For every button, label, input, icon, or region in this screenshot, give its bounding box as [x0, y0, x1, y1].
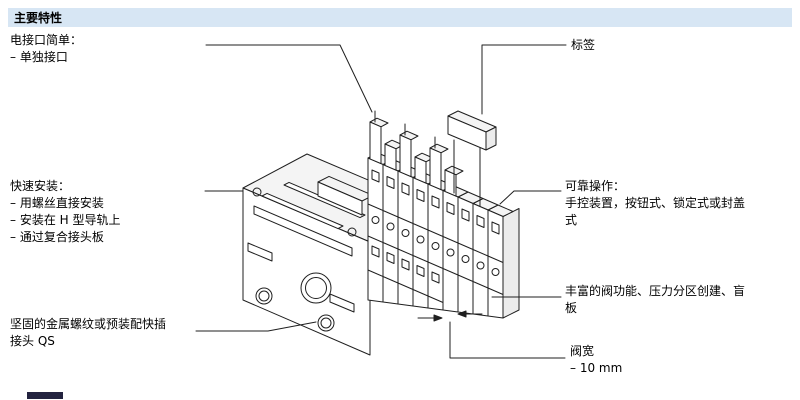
- callout-operation: 可靠操作： 手控装置，按钮式、锁定式或封盖式: [565, 178, 753, 229]
- leader-label: [481, 44, 567, 115]
- callout-mounting-item: – 通过复合接头板: [10, 230, 104, 244]
- leader-electrical: [205, 44, 373, 113]
- port: [255, 287, 273, 305]
- callout-valve-width-title: 阀宽: [570, 344, 595, 358]
- valve-slice: [457, 191, 484, 315]
- qs-port: [317, 314, 335, 332]
- callout-fittings-body: 坚固的金属螺纹或预装配快插接头 QS: [10, 317, 167, 348]
- callout-fittings: 坚固的金属螺纹或预装配快插接头 QS: [10, 316, 170, 350]
- callout-mounting-item: – 用螺丝直接安装: [10, 196, 104, 210]
- supply-step-front: [317, 181, 363, 216]
- mounting-hole: [347, 227, 357, 237]
- callout-electrical: 电接口简单： – 单独接口: [10, 32, 210, 66]
- section-header: 主要特性: [8, 8, 792, 27]
- leader-operation: [499, 190, 562, 205]
- supply-port-thread: [305, 277, 327, 299]
- callout-functions: 丰富的阀功能、压力分区创建、盲板: [565, 283, 753, 317]
- leader-lines: [195, 44, 567, 359]
- cropped-footer-fragment: [27, 392, 63, 399]
- end-plate-right-face: [502, 208, 520, 319]
- valve-slices: [367, 152, 514, 319]
- section-title: 主要特性: [14, 11, 63, 25]
- callout-mounting-title: 快速安装：: [10, 179, 71, 193]
- front-groove: [253, 205, 353, 257]
- callout-label-title: 标签: [571, 38, 596, 52]
- inscription-label: [247, 242, 273, 262]
- port-thread: [258, 290, 270, 302]
- callout-electrical-item: – 单独接口: [10, 50, 68, 64]
- mounting-slot: [283, 181, 366, 219]
- leader-valve-width: [449, 321, 566, 359]
- callout-mounting: 快速安装： – 用螺丝直接安装 – 安装在 H 型导轨上 – 通过复合接头板: [10, 178, 220, 246]
- qs-port-thread: [320, 317, 332, 329]
- callout-operation-title: 可靠操作：: [565, 179, 626, 193]
- label-holder: [447, 110, 497, 207]
- callout-valve-width: 阀宽 – 10 mm: [570, 343, 622, 377]
- callout-operation-body: 手控装置，按钮式、锁定式或封盖式: [565, 196, 746, 227]
- mounting-hole: [252, 187, 262, 197]
- callout-functions-body: 丰富的阀功能、压力分区创建、盲板: [565, 284, 746, 315]
- callout-valve-width-value: – 10 mm: [570, 361, 623, 375]
- mounting-slot: [261, 192, 344, 230]
- callout-mounting-item: – 安装在 H 型导轨上: [10, 213, 121, 227]
- width-dimension-arrows: [417, 310, 483, 322]
- callout-electrical-title: 电接口简单：: [10, 33, 83, 47]
- inscription-label: [329, 293, 355, 313]
- electrical-connectors: [369, 110, 464, 197]
- callout-label: 标签: [571, 37, 595, 54]
- leader-fittings: [195, 321, 317, 332]
